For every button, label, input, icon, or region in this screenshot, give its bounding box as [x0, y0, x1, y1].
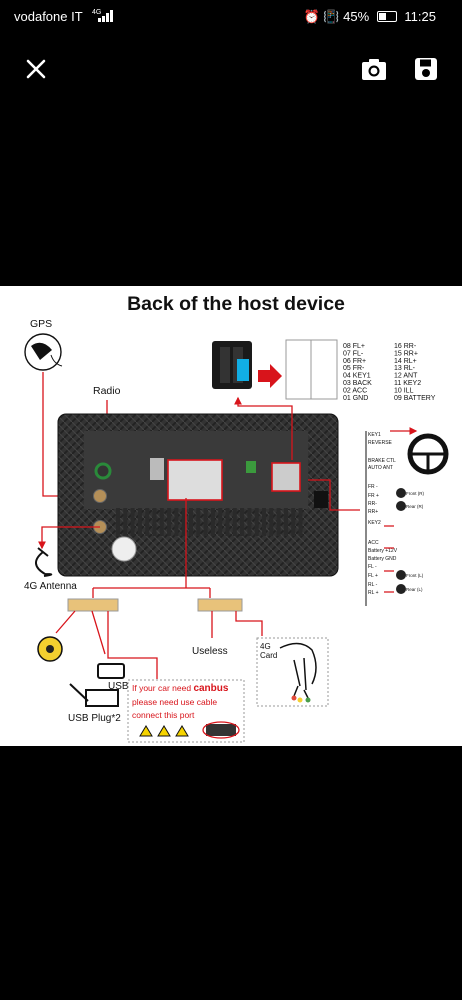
- close-button[interactable]: [14, 40, 58, 98]
- camera-button[interactable]: [352, 40, 396, 98]
- useless-connector: [197, 598, 243, 612]
- save-button[interactable]: [404, 40, 448, 98]
- antenna-label: 4G Antenna: [24, 581, 77, 592]
- vibrate-icon: 📳: [323, 9, 340, 24]
- pinout-right-item: 15 RR+: [394, 350, 418, 357]
- pinout-left-item: 04 KEY1: [343, 373, 371, 380]
- svg-text:4G: 4G: [260, 642, 271, 651]
- usb-plug-label: USB Plug*2: [68, 713, 121, 724]
- wire-label: RR+: [368, 509, 378, 515]
- wire-label: Battery +12V: [368, 548, 398, 554]
- status-bar: vodafone IT 4G ⏰ 📳 45% 11:25: [0, 0, 462, 34]
- canbus-note: If your car need canbus please need use …: [127, 679, 245, 743]
- antenna-cable-icon: [35, 547, 53, 577]
- pinout-left-item: 07 FL-: [343, 350, 364, 357]
- svg-text:connect this port: connect this port: [132, 710, 195, 720]
- wire-label: BRAKE CTL: [368, 458, 396, 464]
- usb-connector: [67, 598, 119, 612]
- rear-r-label: Rear (R): [406, 504, 424, 509]
- wire-label: REVERSE: [368, 440, 393, 446]
- rear-l-label: Rear (L): [406, 587, 423, 592]
- useless-label: Useless: [192, 646, 228, 657]
- wire-label: FR -: [368, 484, 378, 490]
- clock: 11:25: [404, 9, 436, 24]
- network-type: 4G: [92, 9, 102, 16]
- status-right: ⏰ 📳 45% 11:25: [304, 9, 436, 25]
- pinout-right-item: 12 ANT: [394, 373, 418, 380]
- wire-label: ACC: [368, 540, 379, 546]
- pinout-left-item: 08 FL+: [343, 343, 365, 350]
- alarm-icon: ⏰: [303, 9, 320, 24]
- close-icon: [26, 59, 46, 79]
- pinout-left-item: 05 FR-: [343, 365, 365, 372]
- wire-label: RL -: [368, 582, 378, 588]
- pinout-right-item: 16 RR-: [394, 343, 417, 350]
- pinout-right-item: 11 KEY2: [394, 380, 421, 387]
- gps-label: GPS: [30, 318, 52, 330]
- rca-plug-icon: [37, 636, 63, 662]
- wire-label: Battery GND: [368, 556, 397, 562]
- battery-icon: [376, 11, 397, 22]
- pinout-left-item: 02 ACC: [343, 387, 367, 394]
- pinout-left-item: 01 GND: [343, 395, 368, 402]
- battery-percent: 45%: [343, 9, 370, 24]
- svg-text:If your car need canbus: If your car need canbus: [132, 683, 229, 694]
- carrier-label: vodafone IT: [14, 9, 83, 24]
- usb-label: USB: [108, 681, 129, 692]
- heatsink-fins: [116, 508, 303, 536]
- camera-icon: [362, 59, 386, 80]
- diagram-title: Back of the host device: [127, 293, 345, 315]
- pinout-right-item: 09 BATTERY: [394, 395, 436, 402]
- front-l-label: Front (L): [406, 573, 424, 578]
- usb-port-icon: [97, 663, 125, 679]
- wire-label: RL +: [368, 590, 379, 596]
- svg-text:Card: Card: [260, 651, 277, 660]
- usb-plug-icon: [69, 683, 119, 707]
- viewer-toolbar: [0, 40, 462, 98]
- wire-label: RR-: [368, 501, 377, 507]
- wire-label: KEY1: [368, 432, 381, 438]
- pinout-right-item: 13 RL-: [394, 365, 416, 372]
- pinout-left-item: 06 FR+: [343, 358, 366, 365]
- wiring-diagram-image: Back of the host device GPS 08 FL+07 FL-…: [0, 286, 462, 746]
- save-icon: [415, 58, 437, 80]
- pinout-right-item: 10 ILL: [394, 387, 414, 394]
- svg-text:please need use cable: please need use cable: [132, 697, 217, 707]
- wire-label: FR +: [368, 493, 379, 499]
- radio-label: Radio: [93, 385, 121, 397]
- front-r-label: Front (R): [406, 491, 425, 496]
- pin-grid: [285, 339, 338, 400]
- wire-label: KEY2: [368, 520, 381, 526]
- wire-label: AUTO ANT: [368, 465, 393, 471]
- pinout-right-item: 14 RL+: [394, 358, 417, 365]
- wire-label: FL -: [368, 564, 377, 570]
- pinout-left-item: 03 BACK: [343, 380, 372, 387]
- wire-label: FL +: [368, 573, 378, 579]
- signal-icon: [98, 10, 116, 22]
